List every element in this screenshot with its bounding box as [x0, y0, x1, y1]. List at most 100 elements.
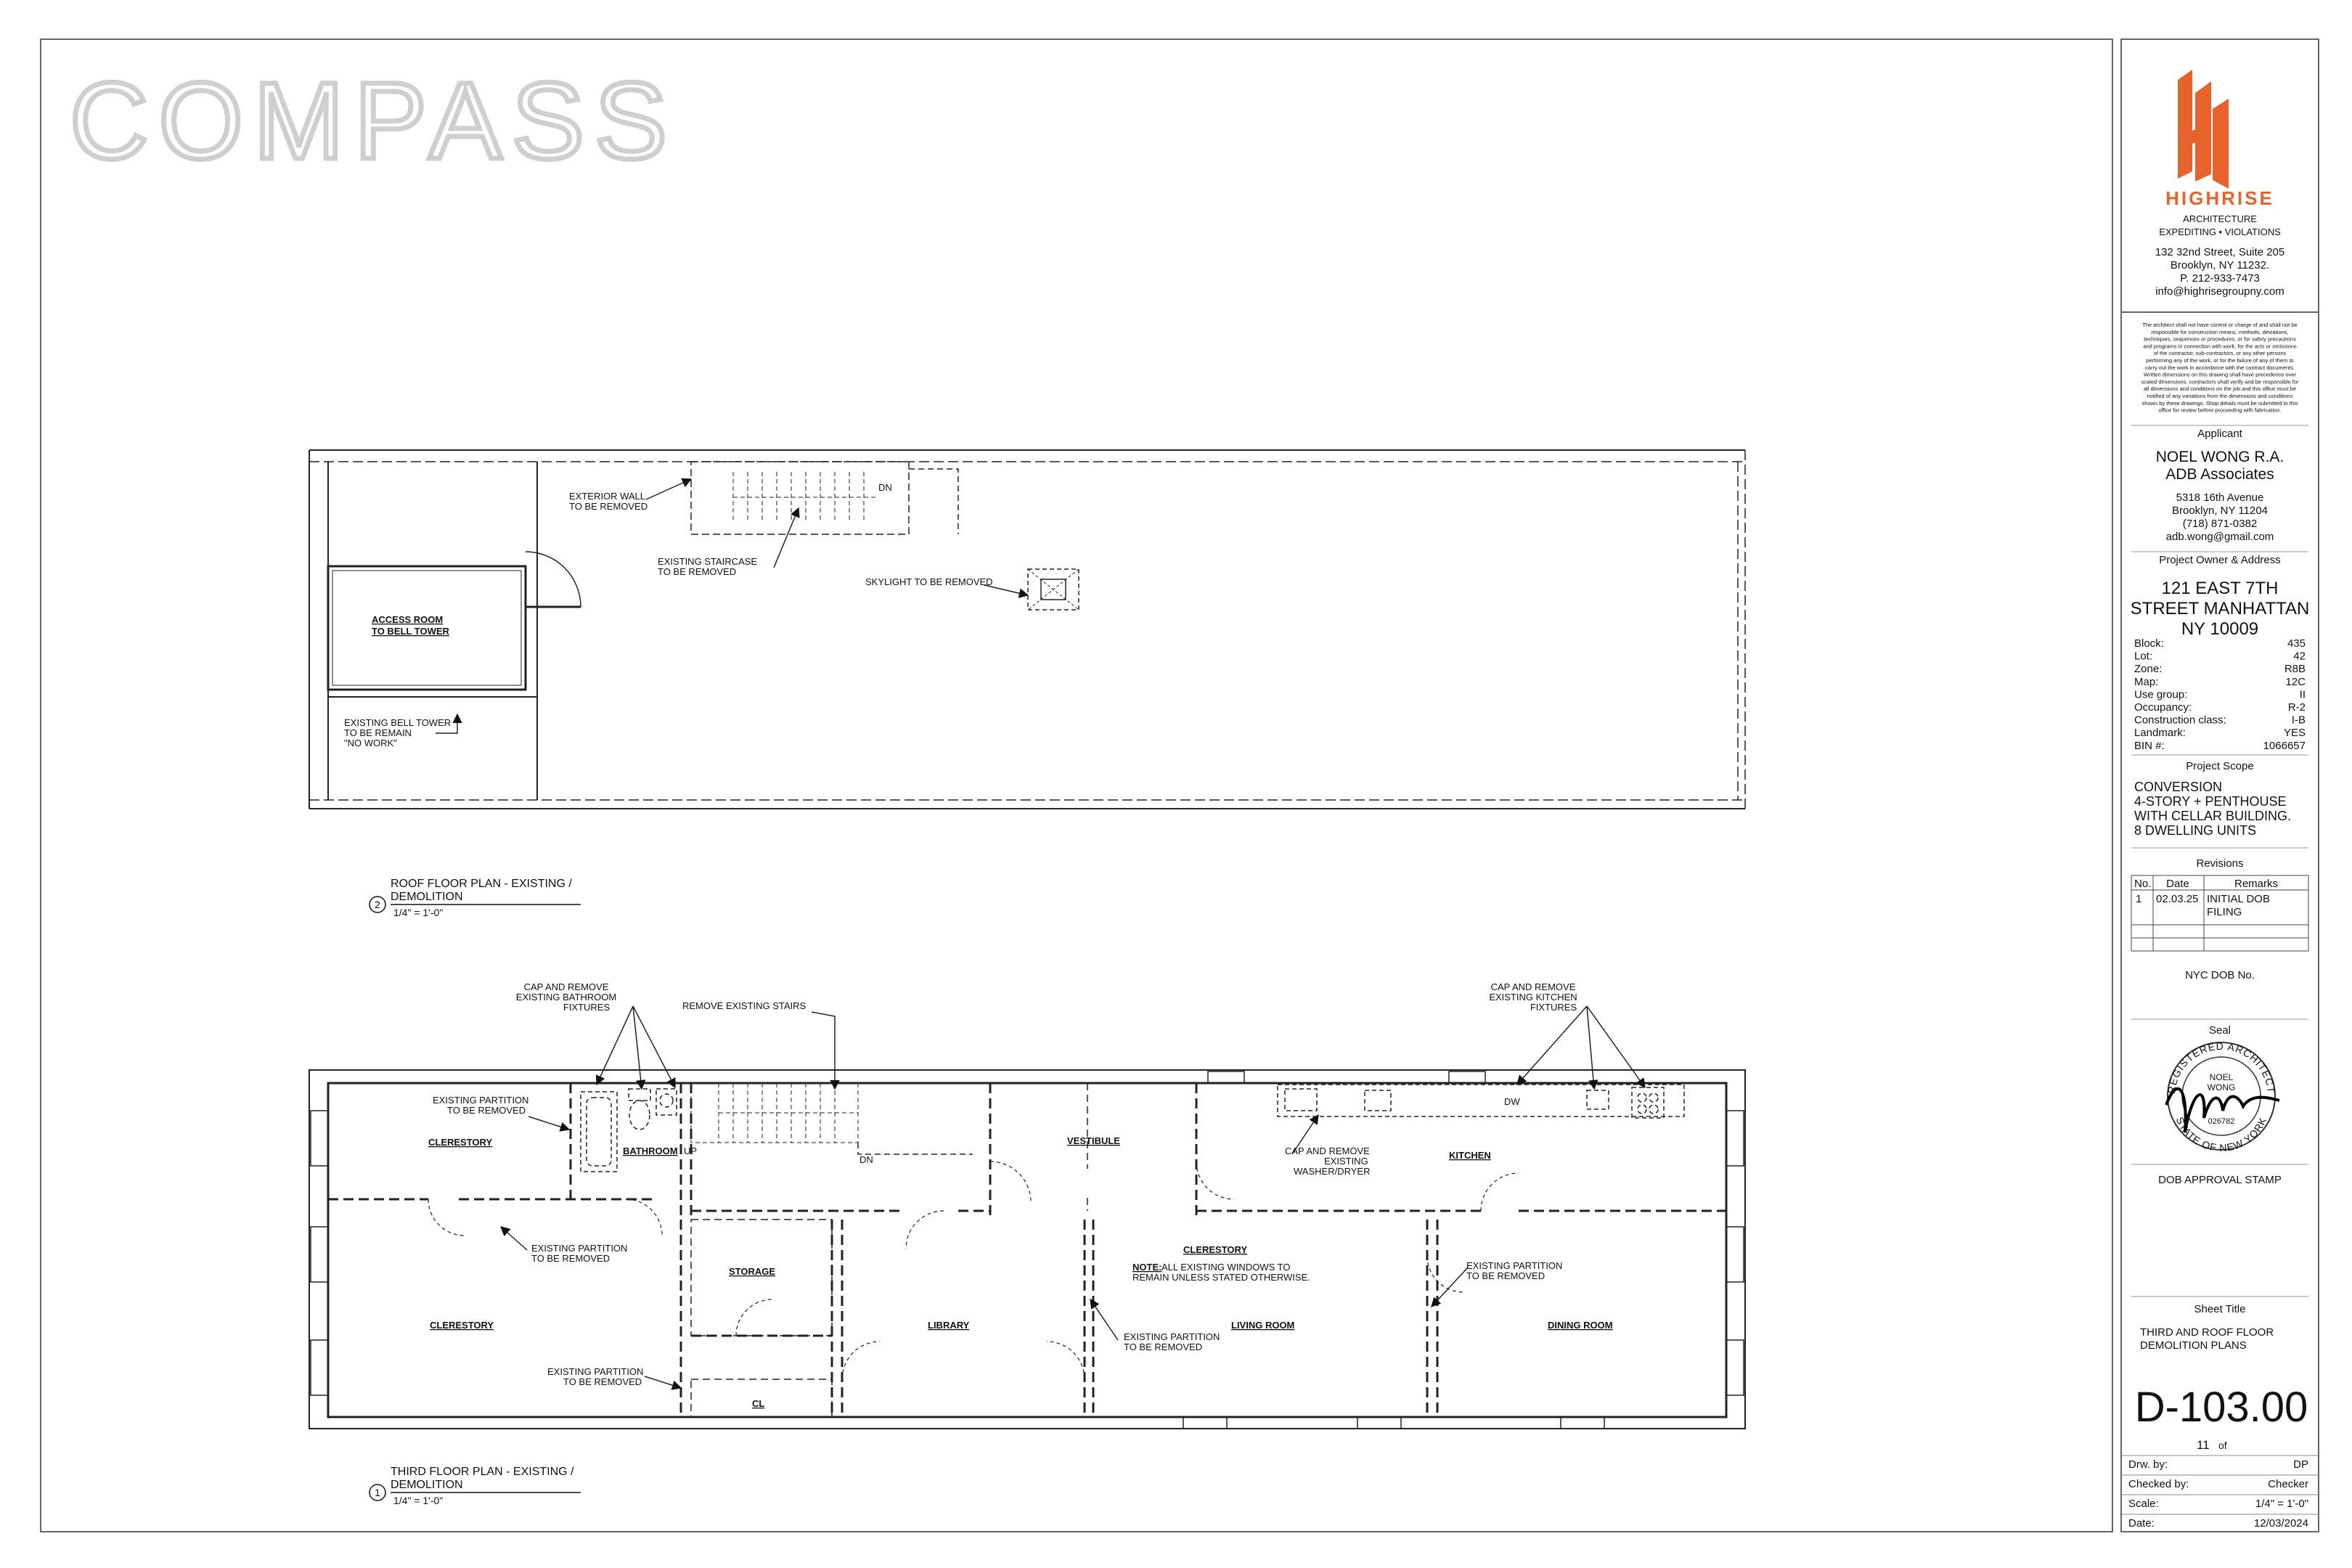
sheet-meta-key: Scale:: [2128, 1498, 2159, 1510]
architect-seal: REGISTERED ARCHITECT STATE OF NEW YORK N…: [2165, 1040, 2280, 1153]
rev-row-remarks-2: FILING: [2207, 906, 2242, 918]
sheet-of: of: [2218, 1440, 2227, 1451]
note-windows-2: REMAIN UNLESS STATED OTHERWISE.: [1132, 1272, 1310, 1283]
dob-stamp-label: DOB APPROVAL STAMP: [2158, 1174, 2282, 1186]
applicant-phone: (718) 871-0382: [2183, 518, 2258, 530]
disclaimer-line: office for review before proceeding with…: [2158, 407, 2281, 414]
disclaimer-line: performing any of the work, or for the f…: [2146, 357, 2293, 364]
note-staircase-2: TO BE REMOVED: [658, 566, 736, 577]
room-label-vestibule: VESTIBULE: [1067, 1135, 1120, 1146]
scope-line-4: 8 DWELLING UNITS: [2134, 823, 2256, 838]
sheet-title-2: DEMOLITION PLANS: [2140, 1339, 2247, 1352]
roof-plan-labels: ACCESS ROOM TO BELL TOWER DN EXTERIOR WA…: [344, 482, 993, 748]
project-fact-value: YES: [2284, 727, 2306, 739]
room-label-storage: STORAGE: [729, 1266, 775, 1277]
third-plan-number: 1: [375, 1487, 380, 1498]
seal-name-2: WONG: [2208, 1082, 2236, 1093]
roof-plan-title: 2 ROOF FLOOR PLAN - EXISTING / DEMOLITIO…: [369, 878, 581, 918]
sheet-number: D-103.00: [2135, 1384, 2308, 1431]
drawing-frame: [40, 38, 2113, 1532]
project-fact-key: BIN #:: [2134, 740, 2165, 752]
project-fact-key: Block:: [2134, 637, 2164, 650]
room-label-clerestory-c: CLERESTORY: [1183, 1244, 1247, 1255]
note-bell-tower: EXISTING BELL TOWER: [344, 717, 451, 728]
note-staircase: EXISTING STAIRCASE: [658, 556, 757, 567]
firm-name: HIGHRISE: [2165, 187, 2274, 209]
roof-dn-label: DN: [878, 482, 892, 493]
project-fact-value: 12C: [2285, 676, 2306, 688]
disclaimer-line: Written dimensions on this drawing shall…: [2144, 372, 2296, 378]
room-label-clerestory-b: CLERESTORY: [430, 1320, 494, 1331]
sheet-meta-key: Checked by:: [2128, 1478, 2189, 1490]
scope-line-1: CONVERSION: [2134, 780, 2222, 794]
project-fact-key: Use group:: [2134, 688, 2187, 701]
third-plan-scale: 1/4" = 1'-0": [393, 1495, 443, 1506]
disclaimer-line: notified of any variations from the dime…: [2147, 393, 2293, 399]
note-partition-1-2: TO BE REMOVED: [447, 1105, 526, 1116]
firm-line-1: ARCHITECTURE: [2183, 213, 2257, 224]
roof-plan-number: 2: [375, 899, 380, 910]
project-fact-key: Lot:: [2134, 650, 2152, 663]
disclaimer-text: The architect shall not have control or …: [2141, 322, 2299, 414]
scope-label: Project Scope: [2186, 760, 2253, 772]
note-kitchen-fixtures-3: FIXTURES: [1530, 1002, 1577, 1013]
firm-email: info@highrisegroupny.com: [2155, 285, 2284, 298]
third-plan-title-text-2: DEMOLITION: [391, 1479, 463, 1491]
rev-header-no: No.: [2134, 878, 2151, 890]
seal-name-1: NOEL: [2210, 1072, 2234, 1082]
note-partition-2-2: TO BE REMOVED: [531, 1253, 610, 1264]
sheet-meta-key: Drw. by:: [2128, 1458, 2168, 1471]
applicant-email: adb.wong@gmail.com: [2166, 531, 2274, 543]
rev-row-no: 1: [2136, 893, 2141, 905]
note-kitchen-fixtures: CAP AND REMOVE: [1491, 981, 1576, 992]
sheet-title-1: THIRD AND ROOF FLOOR: [2140, 1326, 2274, 1339]
sheet-meta-value: 1/4" = 1'-0": [2255, 1498, 2308, 1510]
sheet-title-label: Sheet Title: [2194, 1303, 2246, 1315]
room-label-clerestory-a: CLERESTORY: [428, 1137, 492, 1148]
note-bell-tower-3: "NO WORK": [344, 738, 397, 748]
sheet-meta-value: 12/03/2024: [2254, 1517, 2308, 1530]
rev-header-remarks: Remarks: [2234, 878, 2278, 890]
disclaimer-line: responsible for construction means, meth…: [2151, 329, 2288, 335]
firm-phone: P. 212-933-7473: [2180, 272, 2260, 285]
note-partition-3-2: TO BE REMOVED: [563, 1376, 642, 1387]
disclaimer-line: shown by these drawings. Shop details mu…: [2141, 400, 2298, 407]
project-address-3: NY 10009: [2181, 619, 2258, 639]
project-fact-value: 1066657: [2263, 740, 2306, 752]
disclaimer-line: of the contractor, sub-contractors, or a…: [2154, 350, 2287, 356]
disclaimer-line: techniques, sequences or procedures, or …: [2144, 336, 2296, 343]
project-address-2: STREET MANHATTAN: [2131, 599, 2310, 618]
room-label-living: LIVING ROOM: [1231, 1320, 1294, 1331]
note-bath-fixtures-2: EXISTING BATHROOM: [516, 992, 616, 1003]
applicant-address-2: Brooklyn, NY 11204: [2172, 505, 2268, 517]
note-partition-4-2: TO BE REMOVED: [1124, 1342, 1202, 1352]
rev-row-remarks: INITIAL DOB: [2207, 893, 2270, 905]
note-partition-2: EXISTING PARTITION: [531, 1243, 627, 1254]
disclaimer-line: and programs in connection with work, fo…: [2143, 343, 2297, 349]
note-windows-label: NOTE:: [1132, 1262, 1161, 1273]
sheet-meta-value: Checker: [2268, 1478, 2308, 1490]
third-floor-plan: [309, 1005, 1746, 1429]
project-address-1: 121 EAST 7TH: [2162, 579, 2279, 598]
disclaimer-line: carry out the work in accordance with th…: [2145, 364, 2295, 371]
room-label-library: LIBRARY: [928, 1320, 970, 1331]
scope-line-3: WITH CELLAR BUILDING.: [2134, 809, 2291, 823]
applicant-name-2: ADB Associates: [2165, 466, 2274, 483]
project-fact-value: 42: [2293, 650, 2306, 663]
seal-number: 026782: [2208, 1117, 2235, 1126]
project-fact-value: R8B: [2284, 663, 2306, 675]
project-fact-value: 435: [2287, 637, 2306, 650]
project-fact-key: Occupancy:: [2134, 701, 2192, 714]
disclaimer-line: scaled dimensions, contractors shall ver…: [2141, 378, 2299, 385]
room-label-access-2: TO BELL TOWER: [372, 626, 450, 637]
room-label-cl: CL: [752, 1398, 764, 1409]
stair-up-label: UP: [684, 1146, 697, 1156]
note-partition-4: EXISTING PARTITION: [1124, 1331, 1220, 1342]
room-label-access: ACCESS ROOM: [372, 614, 443, 625]
disclaimer-line: all dimensions and conditions on the job…: [2144, 385, 2296, 392]
scope-line-2: 4-STORY + PENTHOUSE: [2134, 794, 2287, 809]
note-partition-1: EXISTING PARTITION: [433, 1095, 528, 1106]
